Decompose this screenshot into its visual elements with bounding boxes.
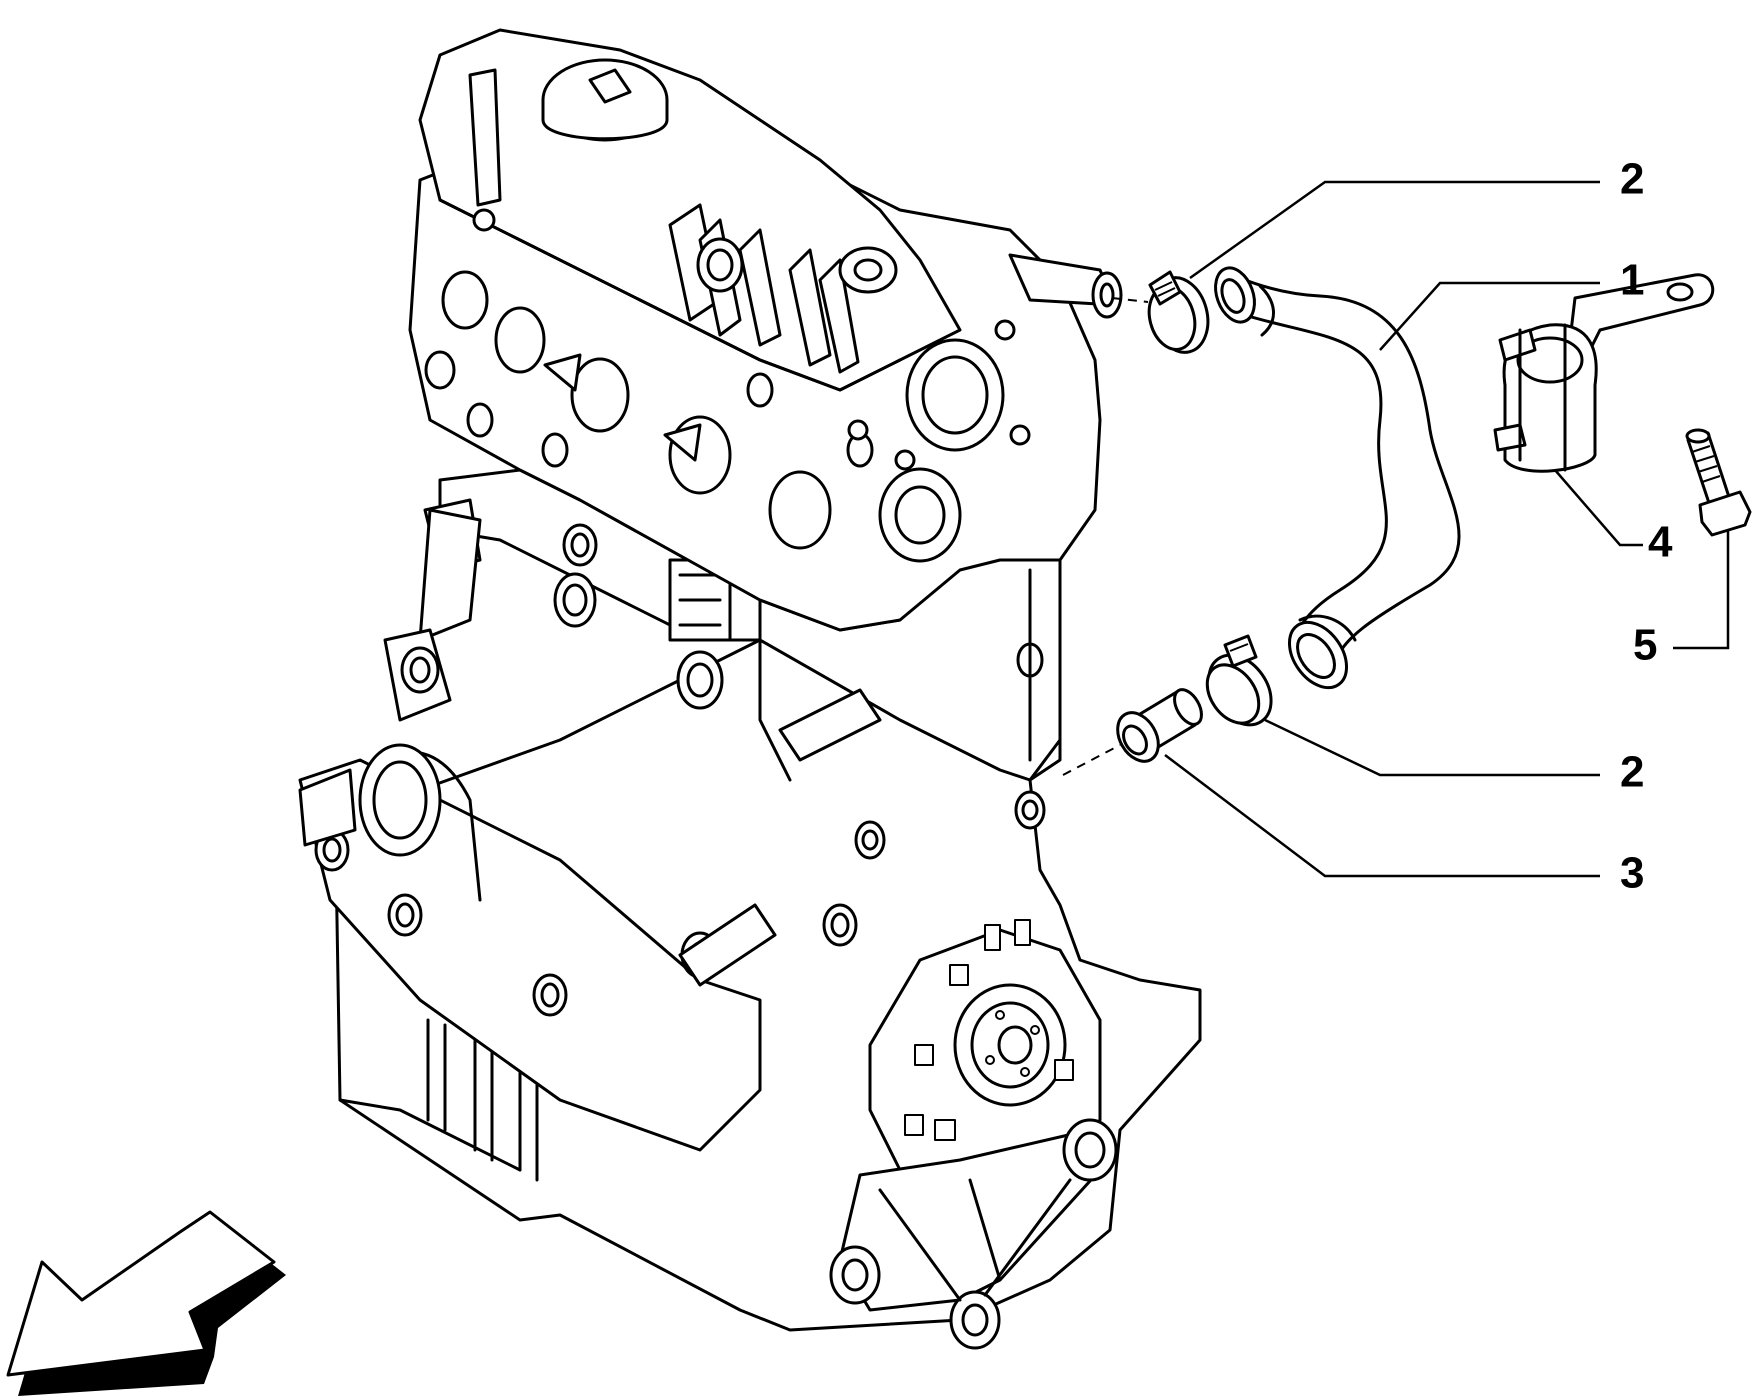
front-cover <box>868 919 1102 1192</box>
callout-label-4: 4 <box>1648 518 1673 567</box>
callout-label-3: 3 <box>1620 849 1644 898</box>
oil-filler-cap <box>541 58 669 142</box>
orientation-arrow-icon <box>6 1210 286 1396</box>
seal-housing <box>358 743 442 857</box>
callout-label-2-bottom: 2 <box>1620 748 1644 797</box>
coolant-hose <box>1214 266 1461 690</box>
side-bracket <box>298 508 482 847</box>
hose-support-bracket <box>1493 273 1715 473</box>
hose-spigot <box>1008 253 1123 319</box>
callout-label-5: 5 <box>1633 621 1657 670</box>
engine-mount-bracket <box>829 1118 1118 1350</box>
pipe-fitting <box>1062 688 1203 776</box>
engine-block <box>298 28 1202 1350</box>
cam-cover <box>418 28 962 392</box>
callout-label-1: 1 <box>1620 256 1644 305</box>
callout-label-2-top: 2 <box>1620 155 1644 204</box>
bolt <box>1685 428 1752 537</box>
hose-clamp-top <box>1147 270 1210 354</box>
alignment-line <box>1111 297 1149 303</box>
hose-clamp-bottom <box>1205 634 1273 727</box>
leader-lines <box>1164 180 1730 878</box>
block-core-holes <box>553 523 1046 860</box>
